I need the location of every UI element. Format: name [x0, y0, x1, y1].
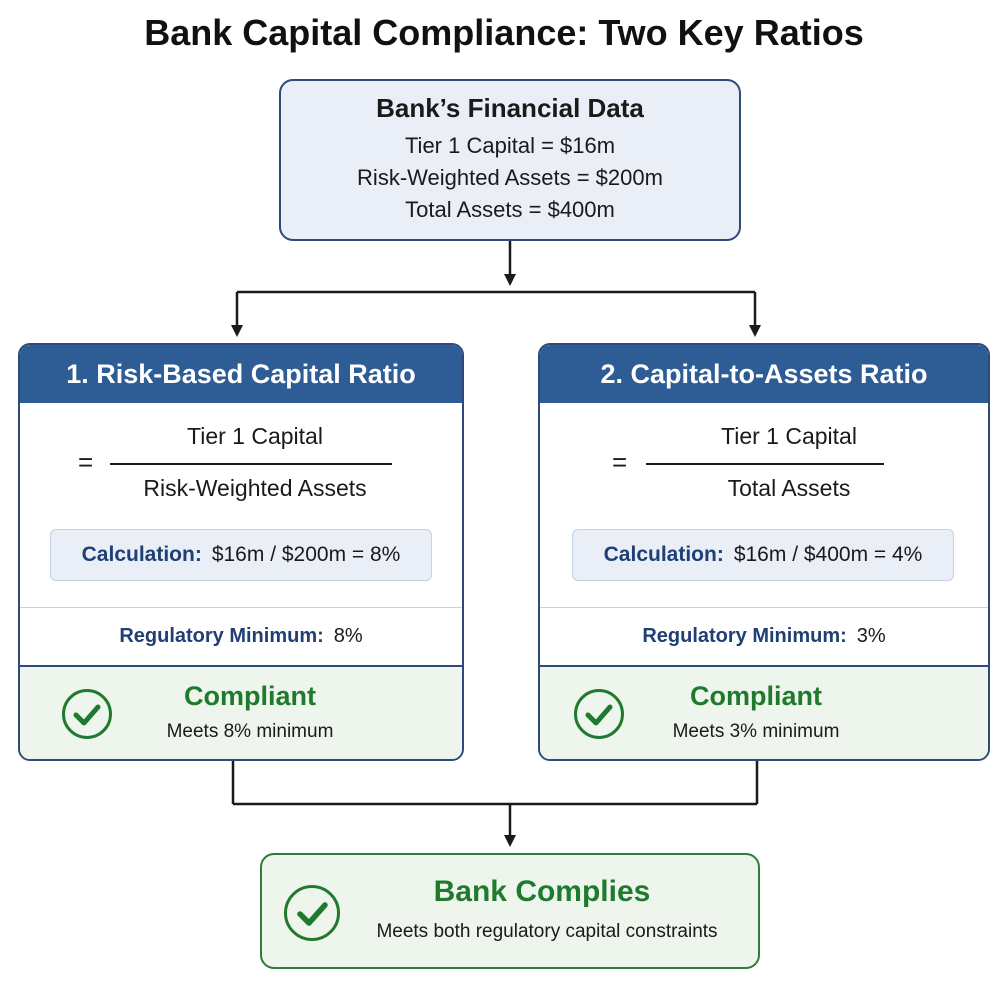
panel-heading: 2. Capital-to-Assets Ratio	[540, 345, 988, 403]
regulatory-minimum-value: 8%	[333, 625, 363, 647]
total-assets-line: Total Assets = $400m	[405, 197, 615, 222]
check-circle-icon	[574, 689, 624, 739]
compliance-status: Compliant	[184, 681, 316, 711]
financial-data-box: Bank’s Financial Data Tier 1 Capital = $…	[279, 79, 741, 241]
calculation-box: Calculation: $16m / $400m = 4%	[572, 529, 954, 581]
final-result-box: Bank Complies Meets both regulatory capi…	[260, 853, 760, 969]
capital-to-assets-ratio-panel: 2. Capital-to-Assets Ratio = Tier 1 Capi…	[538, 343, 990, 761]
rwa-line: Risk-Weighted Assets = $200m	[357, 165, 663, 190]
risk-based-ratio-panel: 1. Risk-Based Capital Ratio = Tier 1 Cap…	[18, 343, 464, 761]
financial-data-heading: Bank’s Financial Data	[376, 93, 644, 123]
formula-denominator: Risk-Weighted Assets	[143, 475, 367, 501]
calculation-box: Calculation: $16m / $200m = 8%	[50, 529, 432, 581]
fraction-bar	[110, 463, 392, 465]
compliance-status: Compliant	[690, 681, 822, 711]
ratio-formula: = Tier 1 Capital Total Assets	[540, 403, 988, 503]
result-heading: Bank Complies	[433, 875, 651, 908]
compliance-status-row: Compliant Meets 8% minimum	[20, 665, 462, 759]
formula-denominator: Total Assets	[727, 475, 851, 501]
calculation-value: $16m / $200m = 8%	[211, 543, 401, 566]
compliance-detail: Meets 3% minimum	[672, 721, 840, 742]
regulatory-minimum-label: Regulatory Minimum:	[642, 625, 847, 647]
ratio-formula: = Tier 1 Capital Risk-Weighted Assets	[20, 403, 462, 503]
regulatory-minimum-value: 3%	[856, 625, 886, 647]
result-detail: Meets both regulatory capital constraint…	[376, 921, 718, 942]
check-circle-icon	[62, 689, 112, 739]
panel-heading: 1. Risk-Based Capital Ratio	[20, 345, 462, 403]
equals-sign: =	[78, 447, 94, 477]
compliance-detail: Meets 8% minimum	[166, 721, 334, 742]
fraction-bar	[646, 463, 884, 465]
regulatory-minimum-row: Regulatory Minimum: 3%	[540, 607, 988, 665]
calculation-label: Calculation:	[81, 543, 202, 566]
formula-numerator: Tier 1 Capital	[721, 423, 857, 449]
formula-numerator: Tier 1 Capital	[187, 423, 323, 449]
calculation-label: Calculation:	[603, 543, 724, 566]
regulatory-minimum-row: Regulatory Minimum: 8%	[20, 607, 462, 665]
regulatory-minimum-label: Regulatory Minimum:	[119, 625, 324, 647]
compliance-status-row: Compliant Meets 3% minimum	[540, 665, 988, 759]
calculation-value: $16m / $400m = 4%	[733, 543, 923, 566]
page-title: Bank Capital Compliance: Two Key Ratios	[144, 12, 864, 53]
check-circle-icon	[284, 885, 340, 941]
tier1-capital-line: Tier 1 Capital = $16m	[404, 133, 616, 158]
equals-sign: =	[612, 447, 628, 477]
